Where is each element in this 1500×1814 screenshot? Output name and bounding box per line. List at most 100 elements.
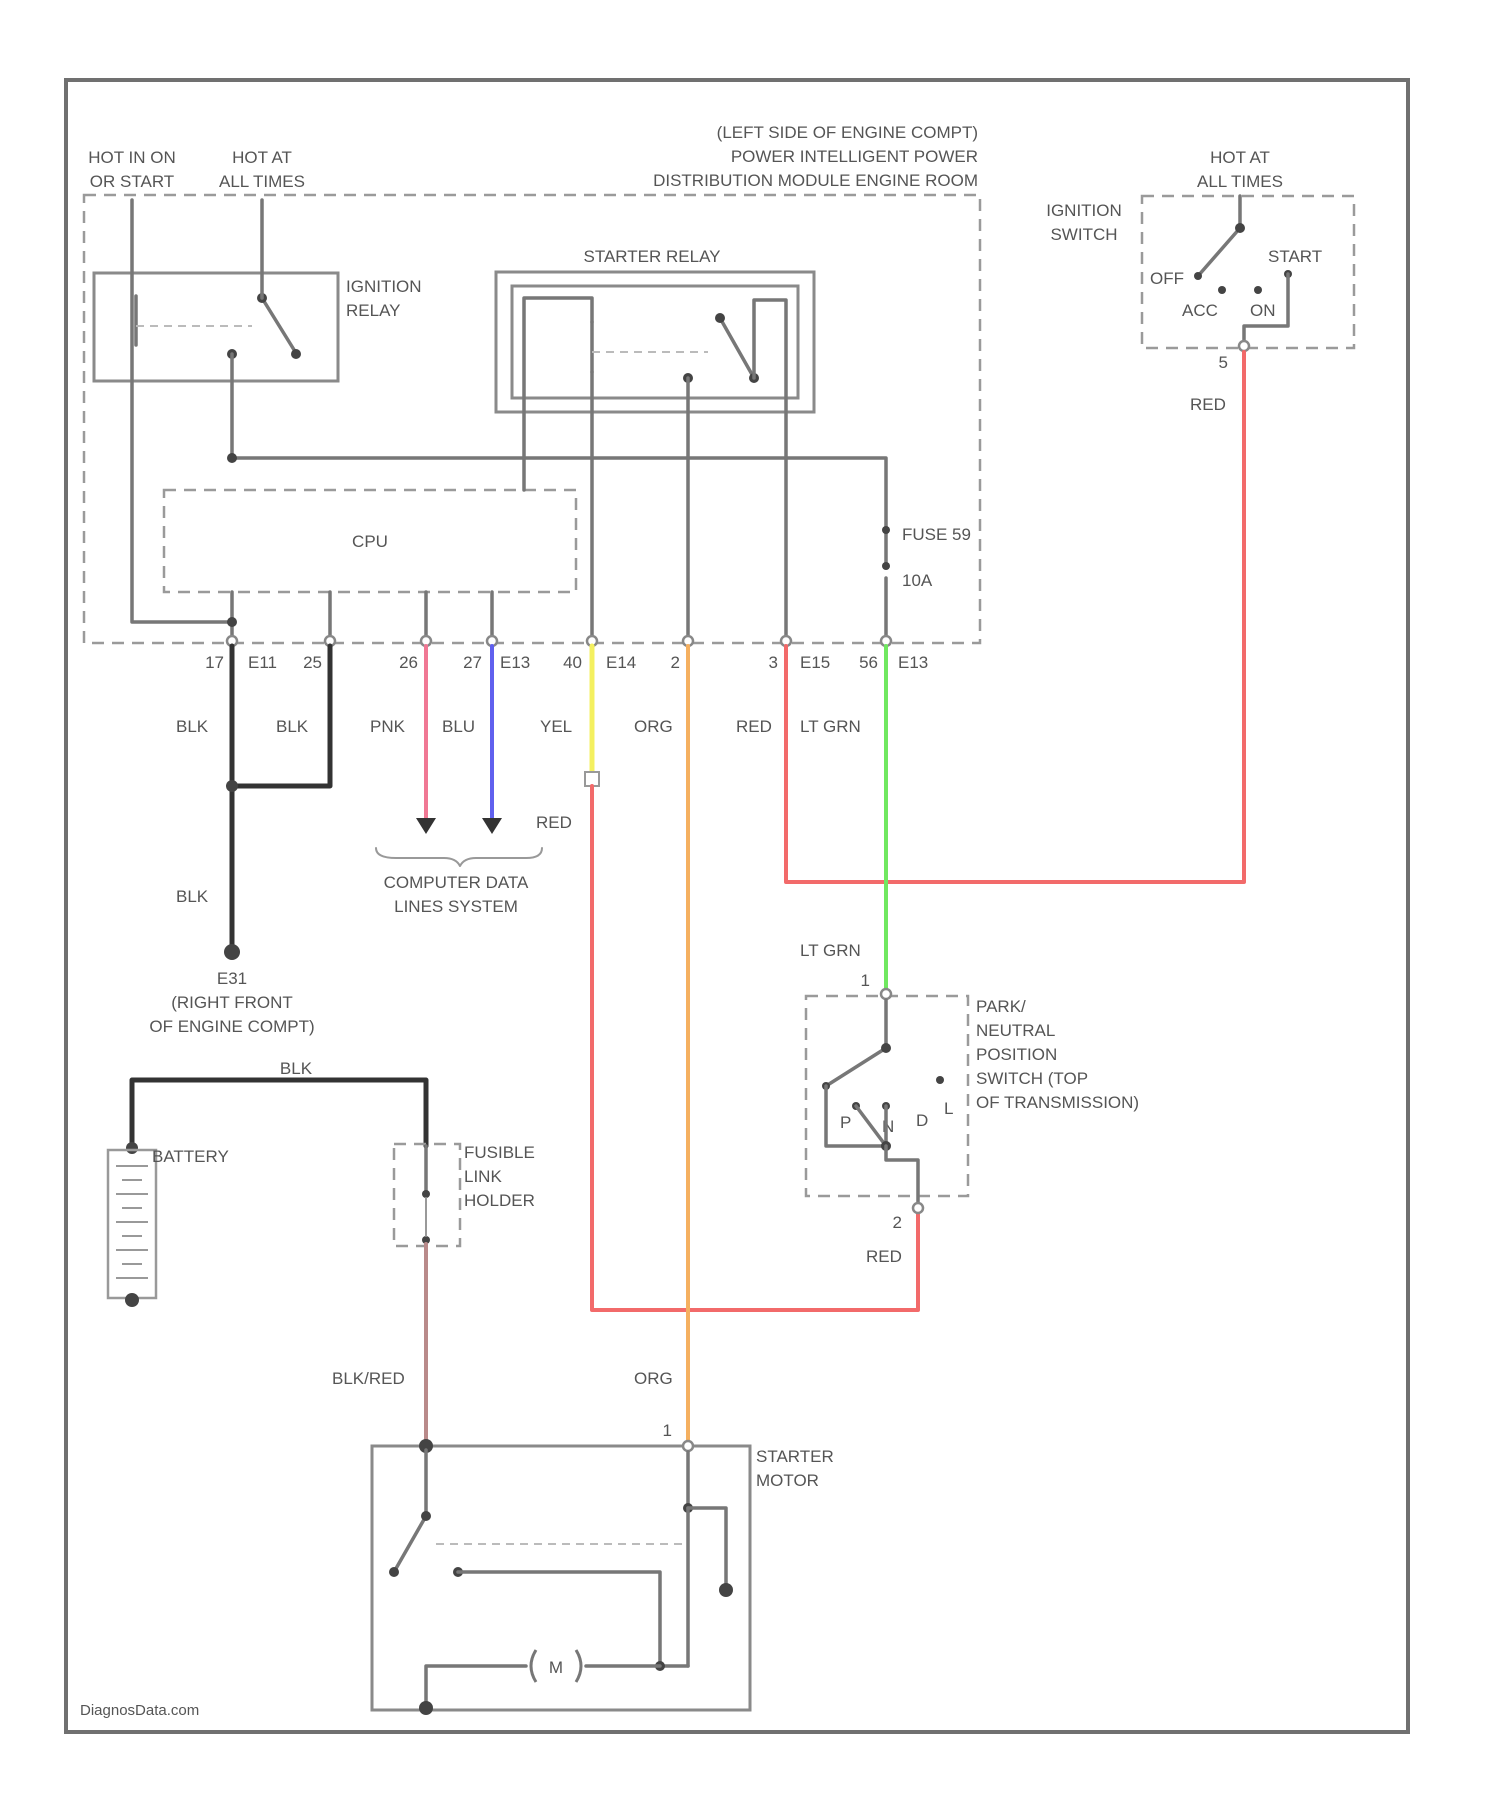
starter-relay-contact — [720, 318, 754, 378]
hot-run-start-feed — [132, 200, 232, 622]
fuse-59-rating: 10A — [902, 571, 933, 590]
starter-main-terminal — [389, 1567, 399, 1577]
solenoid-ground — [719, 1583, 733, 1597]
fusible-link-top-dot — [422, 1190, 430, 1198]
conn-e14-label: E14 — [606, 653, 636, 672]
wire-red-ignition — [786, 352, 1244, 882]
starter-main-pivot — [421, 1511, 431, 1521]
ign-start-label: START — [1268, 247, 1322, 266]
ground-splice — [226, 780, 238, 792]
pnp-pin-2-connector — [913, 1203, 923, 1213]
wire-red-yel-continuation — [592, 786, 918, 1310]
starter-motor-label-1: STARTER — [756, 1447, 834, 1466]
conn-e13-label: E13 — [500, 653, 530, 672]
ign-off-label: OFF — [1150, 269, 1184, 288]
ignition-relay-label-1: IGNITION — [346, 277, 422, 296]
motor-symbol: M — [531, 1650, 581, 1682]
starter-pin-1-label: 1 — [663, 1421, 672, 1440]
pnp-p-n-link — [826, 1086, 886, 1146]
starter-relay-box — [496, 272, 814, 412]
pin-3-label: 3 — [769, 653, 778, 672]
pnp-d-label: D — [916, 1111, 928, 1130]
ground-location-2: OF ENGINE COMPT) — [149, 1017, 314, 1036]
starter-main-contact — [394, 1516, 426, 1572]
pin-40-label: 40 — [563, 653, 582, 672]
ground-location-1: (RIGHT FRONT — [171, 993, 293, 1012]
ignition-switch-pivot — [1235, 223, 1245, 233]
wire-red-pnp-label: RED — [866, 1247, 902, 1266]
battery-label: BATTERY — [152, 1147, 229, 1166]
starter-relay-pivot — [715, 313, 725, 323]
battery-positive-dot — [126, 1142, 138, 1154]
cpu-label: CPU — [352, 532, 388, 551]
pnp-pin-1-connector — [881, 989, 891, 999]
watermark: DiagnosData.com — [80, 1702, 199, 1719]
fuse-59-top-dot — [882, 526, 890, 534]
hot-at-label-right: HOT AT — [1210, 148, 1270, 167]
ign-acc-dot — [1218, 286, 1226, 294]
starter-motor-feed — [458, 1572, 660, 1666]
pnp-pivot — [881, 1043, 891, 1053]
pnp-switch-label-3: POSITION — [976, 1045, 1057, 1064]
hot-at-label-left: HOT AT — [232, 148, 292, 167]
battery-negative-dot — [125, 1293, 139, 1307]
wire-blk-1-label: BLK — [176, 717, 209, 736]
bus-junction — [227, 453, 237, 463]
fuse-59-label: FUSE 59 — [902, 525, 971, 544]
ignition-switch-label-1: IGNITION — [1046, 201, 1122, 220]
pin-26-label: 26 — [399, 653, 418, 672]
pin-25-label: 25 — [303, 653, 322, 672]
wire-red-mid-label: RED — [536, 813, 572, 832]
pin-2-label: 2 — [671, 653, 680, 672]
fusible-link-label-2: LINK — [464, 1167, 502, 1186]
wire-pnk-label: PNK — [370, 717, 406, 736]
all-times-label-left: ALL TIMES — [219, 172, 305, 191]
ipdm-module-box — [84, 195, 980, 643]
or-start-label: OR START — [90, 172, 174, 191]
fusible-link-label-3: HOLDER — [464, 1191, 535, 1210]
module-name-label-1: POWER INTELLIGENT POWER — [731, 147, 978, 166]
hot-in-on-label: HOT IN ON — [88, 148, 176, 167]
ground-e31-label: E31 — [217, 969, 247, 988]
data-lines-brace — [376, 848, 542, 866]
pnp-l-dot — [936, 1076, 944, 1084]
ign-on-label: ON — [1250, 301, 1276, 320]
data-lines-label-1: COMPUTER DATA — [384, 873, 529, 892]
blu-arrow — [482, 818, 502, 834]
starter-pin-1-connector — [683, 1441, 693, 1451]
battery-symbol — [108, 1150, 156, 1298]
all-times-label-right: ALL TIMES — [1197, 172, 1283, 191]
ign-on-dot — [1254, 286, 1262, 294]
pin-56-label: 56 — [859, 653, 878, 672]
wire-blk-ground-label: BLK — [176, 887, 209, 906]
pnp-switch-label-4: SWITCH (TOP — [976, 1069, 1088, 1088]
pnp-switch-label-2: NEUTRAL — [976, 1021, 1055, 1040]
ground-e31-dot — [224, 944, 240, 960]
pnp-switch-label-5: OF TRANSMISSION) — [976, 1093, 1139, 1112]
ignition-relay-label-2: RELAY — [346, 301, 401, 320]
wire-yel-label: YEL — [540, 717, 572, 736]
pnp-switch-label-1: PARK/ — [976, 997, 1026, 1016]
fuse-59-bottom-dot — [882, 562, 890, 570]
wire-red-top-label: RED — [736, 717, 772, 736]
conn-e15-label: E15 — [800, 653, 830, 672]
junction-17 — [227, 617, 237, 627]
cpu-to-starter-coil — [524, 298, 592, 490]
wire-red-ignition-label: RED — [1190, 395, 1226, 414]
ign-acc-label: ACC — [1182, 301, 1218, 320]
wire-blk-battery — [132, 1080, 426, 1150]
wire-org-top-label: ORG — [634, 717, 673, 736]
diagram-frame — [66, 80, 1408, 1732]
conn-e11-label: E11 — [248, 653, 277, 672]
ignition-relay-contact — [262, 298, 296, 353]
motor-label: M — [549, 1658, 563, 1677]
starter-ground — [419, 1701, 433, 1715]
fusible-link-label-1: FUSIBLE — [464, 1143, 535, 1162]
wire-org-bottom-label: ORG — [634, 1369, 673, 1388]
yel-red-splice — [585, 772, 599, 786]
pnp-blade — [826, 1048, 886, 1086]
pnp-l-label: L — [944, 1099, 953, 1118]
conn-e13b-label: E13 — [898, 653, 928, 672]
wire-blk-red-label: BLK/RED — [332, 1369, 405, 1388]
